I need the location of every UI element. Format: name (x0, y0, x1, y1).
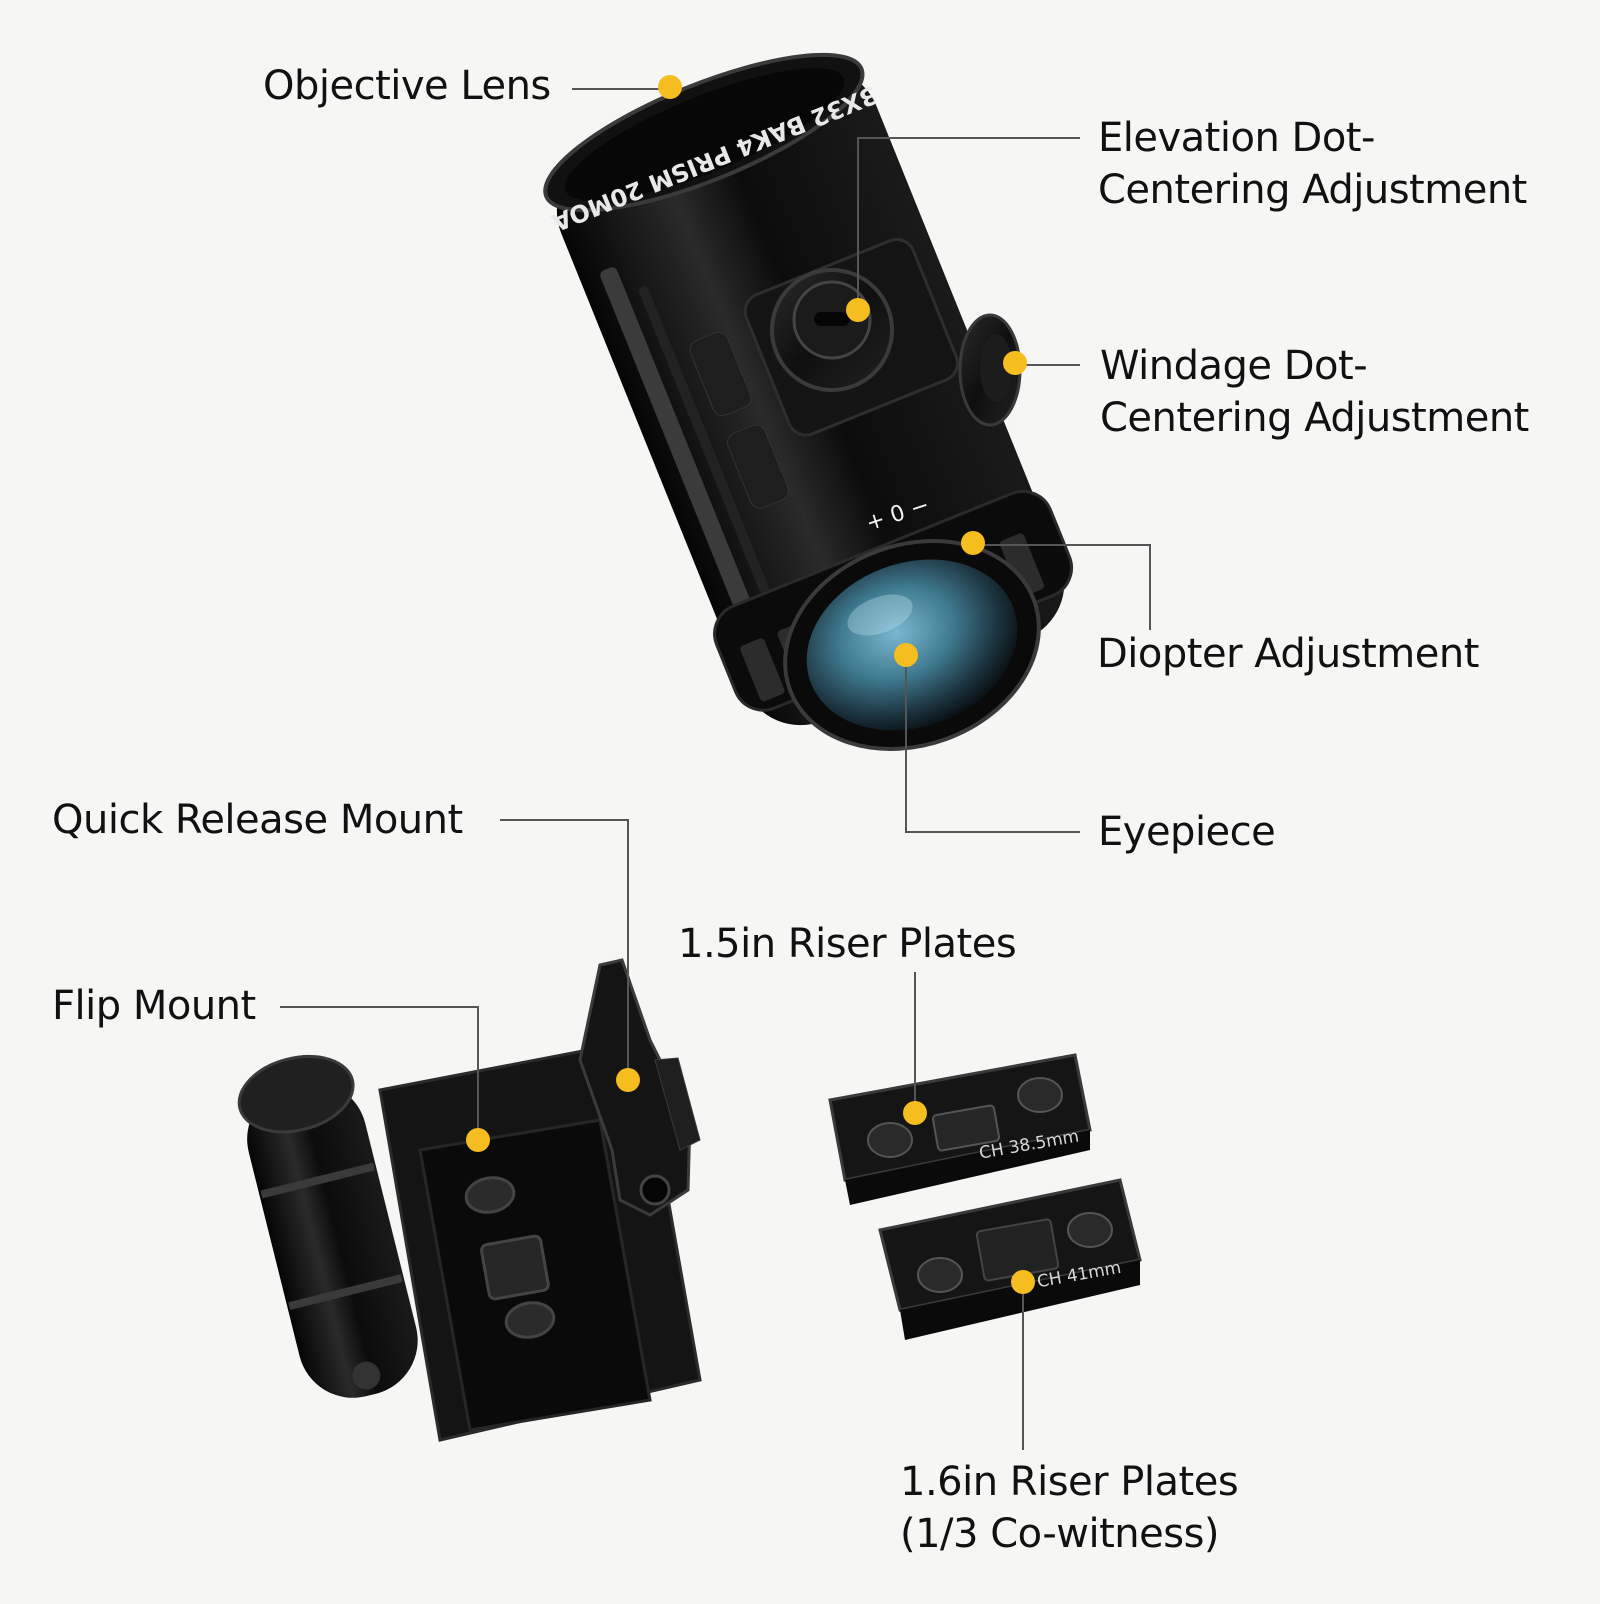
marker-dots (466, 75, 1035, 1294)
marker-dot (846, 298, 870, 322)
marker-dot (658, 75, 682, 99)
body-slot (689, 331, 752, 416)
label-objective-lens: Objective Lens (263, 63, 551, 109)
marker-dot (466, 1128, 490, 1152)
body-groove (600, 267, 756, 623)
body-slot (726, 424, 789, 509)
leader-flip-mount (280, 1006, 479, 1140)
label-riser-15: 1.5in Riser Plates (678, 921, 1017, 967)
hinge-barrel (247, 1081, 418, 1398)
label-quick-release: Quick Release Mount (52, 797, 463, 843)
riser-plate-38-5: CH 38.5mm (828, 1053, 1092, 1205)
windage-knob (958, 313, 1022, 427)
label-flip-mount: Flip Mount (52, 983, 256, 1029)
leader-lines (280, 88, 1151, 1450)
objective-lens-face (564, 68, 845, 201)
leader-elevation (857, 137, 1080, 310)
label-windage: Windage Dot- Centering Adjustment (1100, 343, 1529, 441)
leader-diopter (972, 544, 1151, 630)
leader-eyepiece (905, 655, 1080, 833)
marker-dot (894, 643, 918, 667)
body-groove (638, 286, 770, 594)
label-riser-16: 1.6in Riser Plates (1/3 Co-witness) (900, 1459, 1239, 1557)
marker-dot (961, 531, 985, 555)
flip-mount (237, 958, 702, 1442)
magnifier-scope: 3X32 BAK4 PRISM 20MOA (543, 52, 1073, 751)
label-diopter: Diopter Adjustment (1097, 631, 1479, 677)
riser-plate-41: CH 41mm (878, 1178, 1142, 1340)
elevation-knob (770, 268, 894, 392)
label-eyepiece: Eyepiece (1098, 809, 1276, 855)
leader-quick-release (500, 819, 629, 1082)
marker-dot (903, 1101, 927, 1125)
marker-dot (1011, 1270, 1035, 1294)
marker-dot (1003, 351, 1027, 375)
marker-dot (616, 1068, 640, 1092)
label-elevation: Elevation Dot- Centering Adjustment (1098, 115, 1527, 213)
